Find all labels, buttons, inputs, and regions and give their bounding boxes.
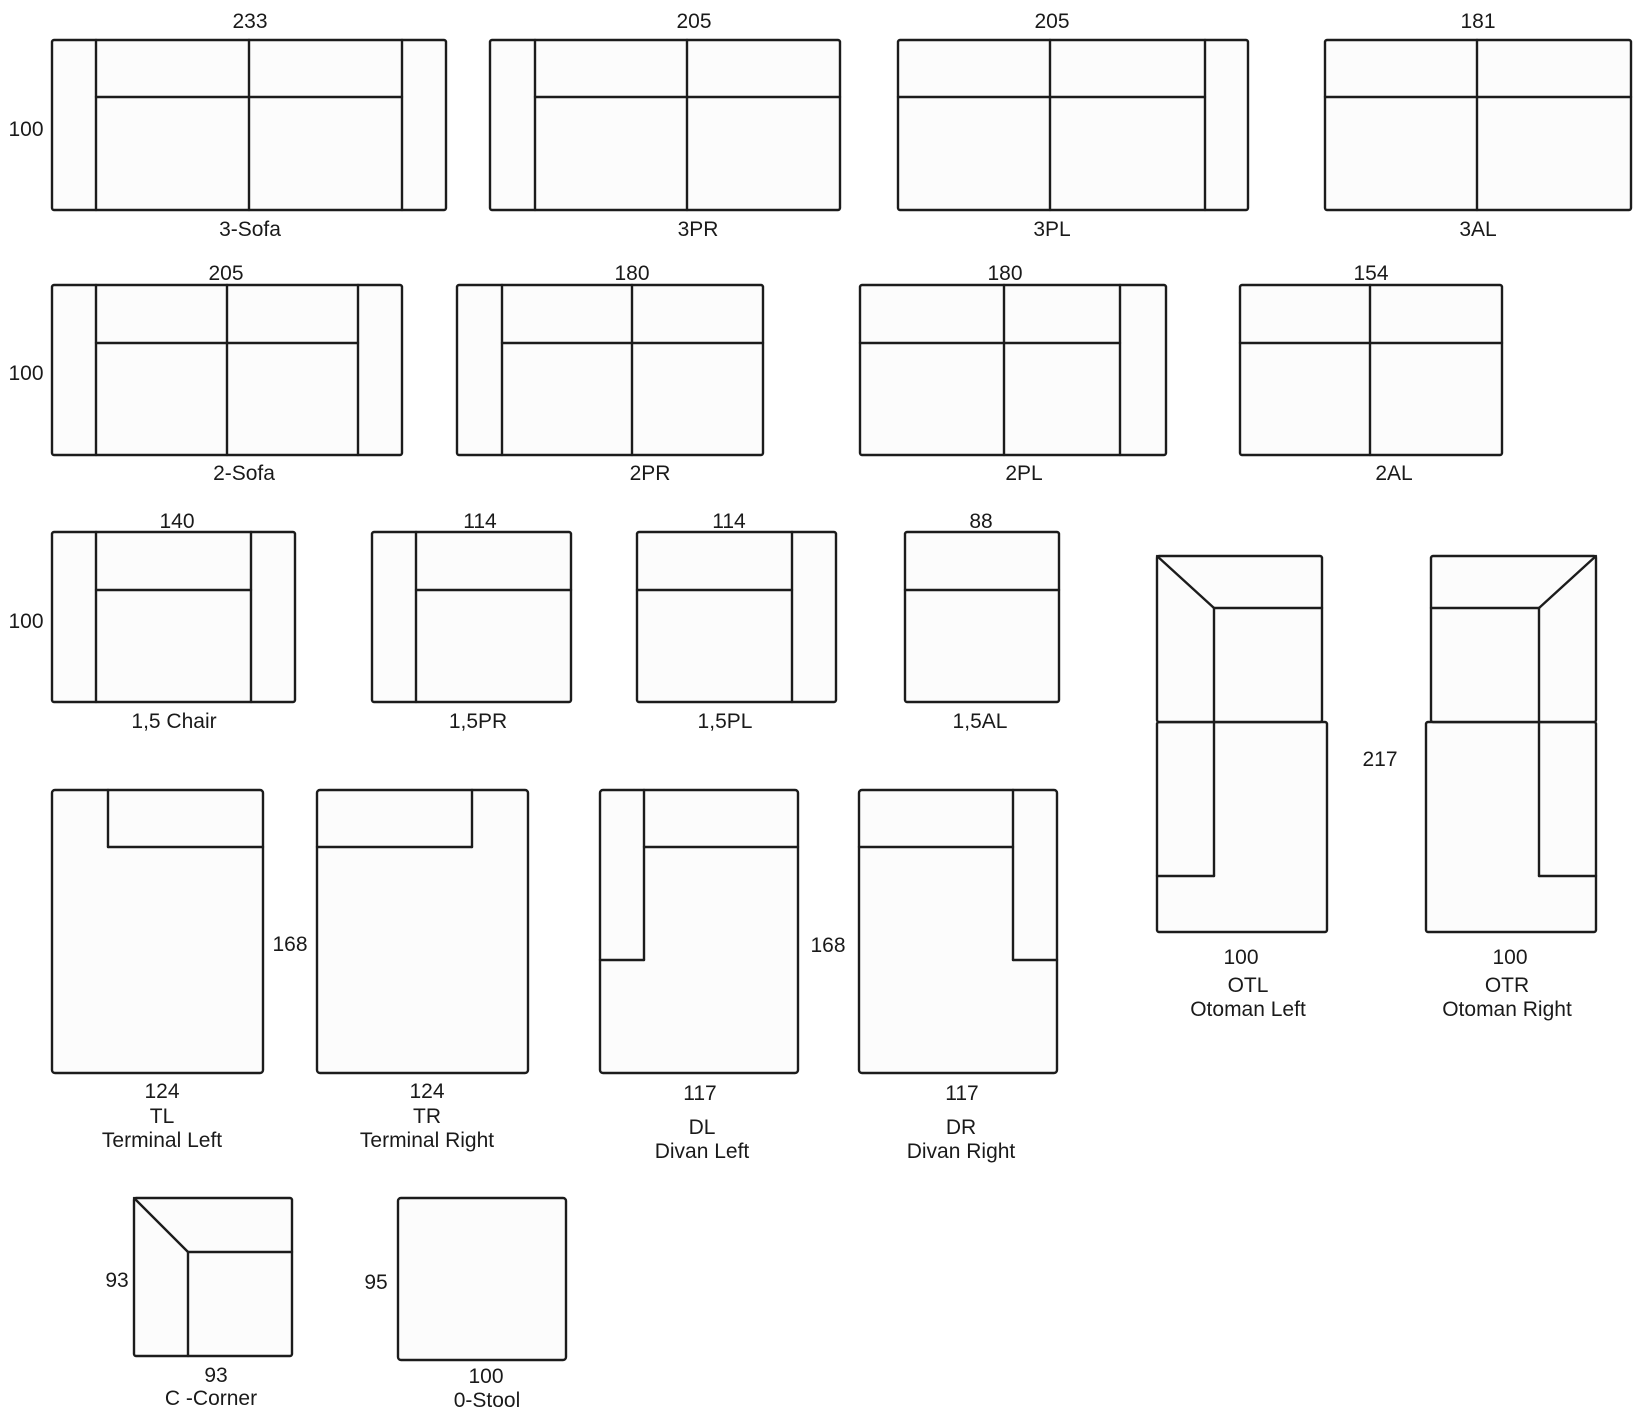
width-label: 180: [614, 262, 650, 285]
depth-label: 93: [105, 1269, 129, 1292]
module-code-label: OTR: [1484, 974, 1530, 997]
module-code-label: 3-Sofa: [219, 218, 281, 241]
module-code-label: DR: [945, 1116, 977, 1139]
module-code-label: 0-Stool: [453, 1389, 521, 1412]
module-1-5pl: [635, 530, 838, 704]
module-name-label: Divan Right: [906, 1140, 1016, 1163]
width-label: 88: [969, 510, 993, 533]
module-code-label: 3AL: [1459, 218, 1497, 241]
width-label: 140: [159, 510, 195, 533]
width-label: 205: [676, 10, 712, 33]
module-1-5-chair: [50, 530, 297, 704]
module-2-sofa: [50, 283, 404, 457]
depth-label: 168: [272, 933, 308, 956]
module-code-label: OTL: [1227, 974, 1269, 997]
module-name-label: Otoman Left: [1190, 998, 1306, 1021]
depth-label: 100: [8, 362, 44, 385]
module-code-label: 3PL: [1033, 218, 1071, 241]
module-code-label: TL: [149, 1105, 175, 1128]
module-3pl: [896, 38, 1250, 212]
module-code-label: 1,5 Chair: [131, 710, 217, 733]
module-1-5pr: [370, 530, 573, 704]
module-name-label: Terminal Right: [359, 1129, 495, 1152]
depth-label: 217: [1362, 748, 1398, 771]
module-code-label: 3PR: [677, 218, 719, 241]
module-tl: [50, 788, 265, 1075]
module-code-label: 1,5PL: [697, 710, 753, 733]
width-label: 100: [1492, 946, 1528, 969]
module-code-label: 2AL: [1375, 462, 1413, 485]
width-label: 124: [409, 1080, 445, 1103]
module-otl: [1155, 554, 1329, 934]
width-label: 93: [204, 1364, 228, 1387]
module-name-label: Terminal Left: [101, 1129, 223, 1152]
module-2al: [1238, 283, 1504, 457]
module-3pr: [488, 38, 842, 212]
module-code-label: 2PR: [629, 462, 671, 485]
depth-label: 95: [364, 1271, 388, 1294]
module-1-5al: [903, 530, 1061, 704]
module-code-label: DL: [688, 1116, 716, 1139]
module-code-label: 1,5PR: [448, 710, 508, 733]
width-label: 117: [945, 1082, 979, 1105]
module-3-sofa: [50, 38, 448, 212]
module-otr: [1424, 554, 1598, 934]
width-label: 100: [1223, 946, 1259, 969]
module-code-label: TR: [413, 1105, 441, 1128]
module-code-label: 1,5AL: [952, 710, 1008, 733]
width-label: 233: [232, 10, 268, 33]
module-code-label: C -Corner: [164, 1387, 258, 1410]
module-name-label: Otoman Right: [1442, 998, 1572, 1021]
width-label: 117: [683, 1082, 717, 1105]
module-code-label: 2-Sofa: [213, 462, 275, 485]
depth-label: 168: [810, 934, 846, 957]
module-code-label: 2PL: [1005, 462, 1043, 485]
width-label: 114: [712, 510, 746, 533]
module-0-stool: [396, 1196, 568, 1362]
module-name-label: Divan Left: [654, 1140, 750, 1163]
module-dr: [857, 788, 1059, 1075]
depth-label: 100: [8, 118, 44, 141]
width-label: 100: [468, 1365, 504, 1388]
width-label: 124: [144, 1080, 180, 1103]
module-2pl: [858, 283, 1168, 457]
module-c-corner: [132, 1196, 294, 1358]
width-label: 180: [987, 262, 1023, 285]
width-label: 181: [1460, 10, 1496, 33]
module-dl: [598, 788, 800, 1075]
depth-label: 100: [8, 610, 44, 633]
width-label: 114: [463, 510, 497, 533]
width-label: 154: [1353, 262, 1389, 285]
module-3al: [1323, 38, 1633, 212]
module-tr: [315, 788, 530, 1075]
module-2pr: [455, 283, 765, 457]
width-label: 205: [1034, 10, 1070, 33]
width-label: 205: [208, 262, 244, 285]
